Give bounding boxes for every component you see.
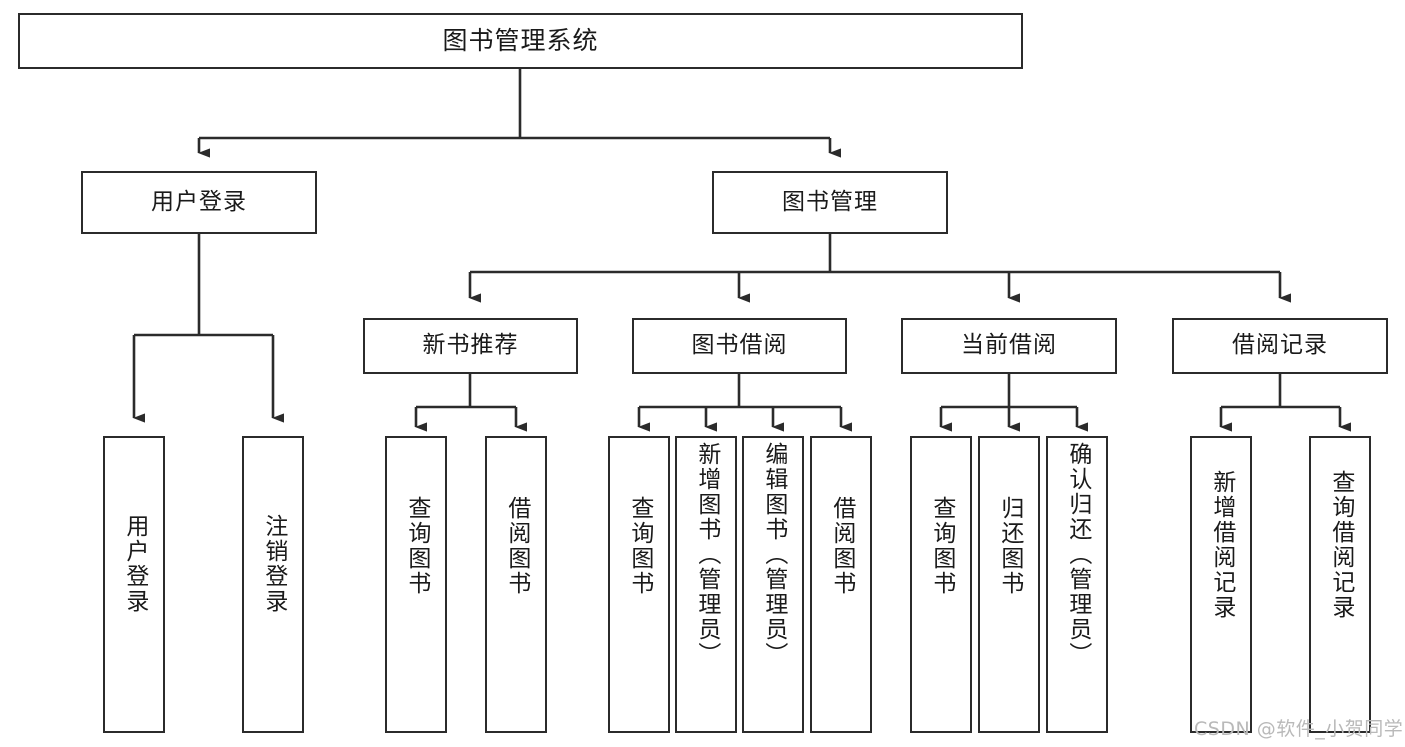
leaf-label: 新增图书（管理员） — [693, 442, 720, 667]
leaf-newbook-query-book[interactable]: 查询图书 — [385, 436, 447, 733]
node-label: 借阅记录 — [1232, 332, 1328, 359]
node-book-management[interactable]: 图书管理 — [712, 171, 948, 234]
leaf-label: 确认归还（管理员） — [1064, 442, 1091, 667]
node-book-borrow[interactable]: 图书借阅 — [632, 318, 847, 374]
node-label: 当前借阅 — [961, 332, 1057, 359]
leaf-record-add-record[interactable]: 新增借阅记录 — [1190, 436, 1252, 733]
node-current-borrow[interactable]: 当前借阅 — [901, 318, 1117, 374]
leaf-current-return-book[interactable]: 归还图书 — [978, 436, 1040, 733]
node-root-system[interactable]: 图书管理系统 — [18, 13, 1023, 69]
leaf-newbook-borrow-book[interactable]: 借阅图书 — [485, 436, 547, 733]
node-label: 图书借阅 — [691, 332, 788, 359]
leaf-current-confirm-return-admin[interactable]: 确认归还（管理员） — [1046, 436, 1108, 733]
leaf-label: 借阅图书 — [828, 496, 855, 596]
leaf-borrow-borrow-book[interactable]: 借阅图书 — [810, 436, 872, 733]
node-label: 用户登录 — [151, 188, 247, 215]
leaf-label: 编辑图书（管理员） — [760, 442, 787, 667]
node-label: 新书推荐 — [422, 332, 519, 359]
leaf-label: 新增借阅记录 — [1208, 470, 1235, 620]
node-label: 图书管理 — [782, 188, 878, 215]
leaf-label: 归还图书 — [996, 496, 1023, 596]
leaf-label: 查询图书 — [928, 496, 955, 596]
leaf-record-query-record[interactable]: 查询借阅记录 — [1309, 436, 1371, 733]
leaf-label: 查询图书 — [403, 496, 430, 596]
node-borrow-record[interactable]: 借阅记录 — [1172, 318, 1388, 374]
leaf-user-login-login[interactable]: 用户登录 — [103, 436, 165, 733]
leaf-label: 注销登录 — [260, 514, 287, 614]
leaf-borrow-add-book-admin[interactable]: 新增图书（管理员） — [675, 436, 737, 733]
node-label: 图书管理系统 — [442, 26, 599, 56]
leaf-label: 借阅图书 — [503, 496, 530, 596]
leaf-borrow-query-book[interactable]: 查询图书 — [608, 436, 670, 733]
leaf-current-query-book[interactable]: 查询图书 — [910, 436, 972, 733]
leaf-user-login-logout[interactable]: 注销登录 — [242, 436, 304, 733]
leaf-label: 用户登录 — [121, 514, 148, 614]
leaf-borrow-edit-book-admin[interactable]: 编辑图书（管理员） — [742, 436, 804, 733]
node-new-book-recommend[interactable]: 新书推荐 — [363, 318, 578, 374]
leaf-label: 查询图书 — [626, 496, 653, 596]
node-user-login[interactable]: 用户登录 — [81, 171, 317, 234]
leaf-label: 查询借阅记录 — [1327, 470, 1354, 620]
